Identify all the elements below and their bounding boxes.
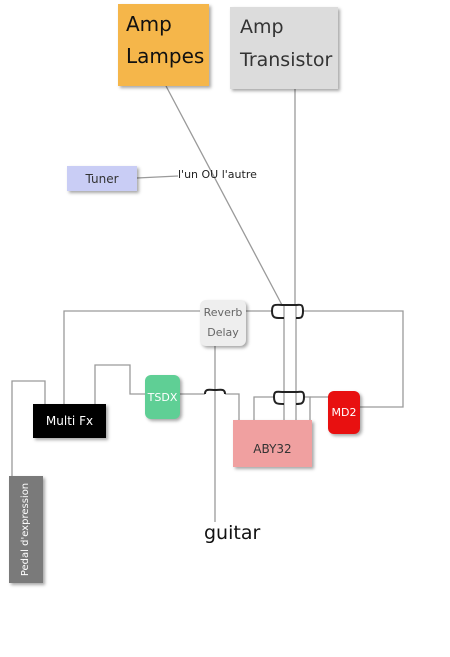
aby32-label: ABY32 [253, 441, 292, 456]
amp-transistor-line1: Amp [240, 16, 284, 38]
tsdx-label: TSDX [147, 390, 178, 404]
reverb-delay-box[interactable]: Reverb Delay [200, 300, 246, 346]
delay-label: Delay [207, 326, 239, 339]
wire-tsdx-aby-2 [225, 393, 240, 420]
wire-pedal [11, 380, 46, 476]
reverb-label: Reverb [203, 306, 243, 319]
guitar-label: guitar [204, 522, 261, 544]
wire-top-bus-left [63, 310, 200, 404]
tsdx-pedal[interactable]: TSDX [145, 375, 180, 419]
amp-lampes-line2: Lampes [126, 44, 205, 68]
wire-aby-left [253, 396, 274, 420]
amp-transistor-line2: Transistor [240, 49, 333, 71]
multi-fx-box[interactable]: Multi Fx [33, 404, 106, 438]
wire-top-bus-right [303, 310, 404, 408]
aby32-box[interactable]: ABY32 [233, 420, 312, 467]
bridge-aby [273, 390, 305, 405]
amp-lampes-box[interactable]: Amp Lampes [118, 4, 209, 86]
wire-multifx-tsdx [94, 364, 145, 404]
either-or-annotation: l'un OU l'autre [178, 168, 257, 181]
pedal-expression-label: Pedal d'expression [20, 482, 32, 577]
wire-amp-lampes [165, 85, 283, 306]
pedal-expression-box[interactable]: Pedal d'expression [9, 476, 43, 583]
wire-aby-md2 [304, 396, 311, 420]
wire-tuner [136, 175, 179, 179]
bridge-tsdx [204, 388, 226, 395]
md2-pedal[interactable]: MD2 [328, 391, 360, 434]
md2-label: MD2 [331, 406, 357, 419]
multi-fx-label: Multi Fx [45, 414, 94, 428]
bridge-top [271, 303, 304, 320]
tuner-label: Tuner [85, 171, 119, 186]
tuner-box[interactable]: Tuner [67, 166, 137, 191]
amp-lampes-line1: Amp [126, 12, 172, 36]
amp-transistor-box[interactable]: Amp Transistor [230, 7, 338, 89]
